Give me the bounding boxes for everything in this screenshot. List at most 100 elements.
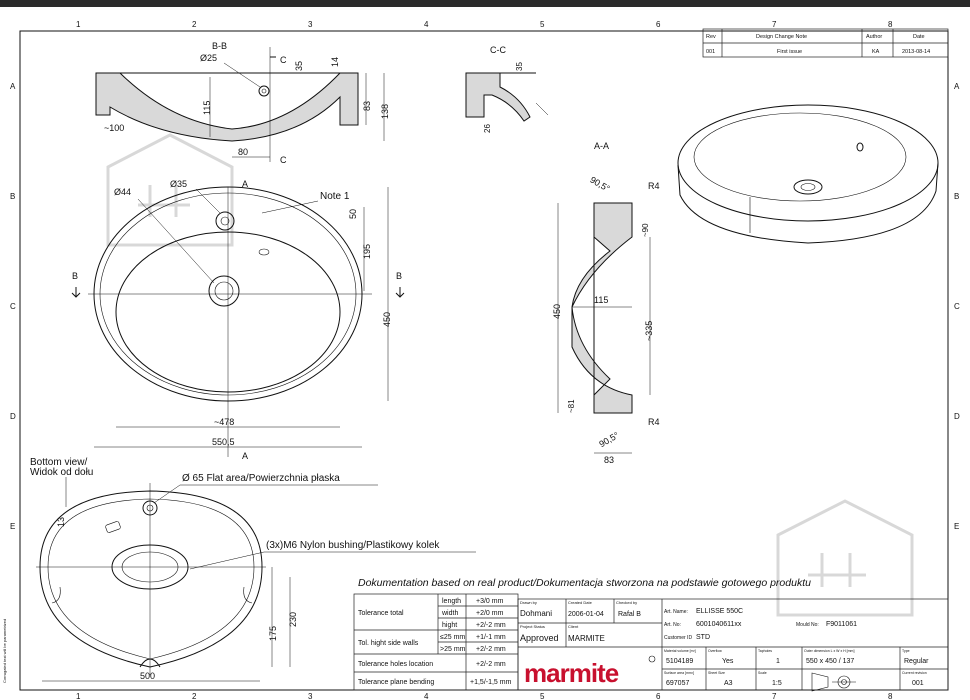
- dim-label: R4: [648, 417, 660, 427]
- tol-label: length: [442, 598, 461, 605]
- tb-value: 550 x 450 / 137: [806, 658, 854, 665]
- row-label: C: [954, 302, 960, 311]
- tb-value: Regular: [904, 658, 929, 665]
- tb-label: Sheet Size: [708, 671, 725, 675]
- tol-label: hight: [442, 622, 457, 629]
- row-label: E: [10, 522, 15, 531]
- col-label: 4: [424, 692, 429, 700]
- tb-value: F9011061: [826, 621, 857, 628]
- dim-label: 80: [238, 147, 248, 157]
- dim-label: 14: [330, 57, 340, 67]
- col-label: 8: [888, 20, 893, 29]
- row-label: E: [954, 522, 959, 531]
- tol-value: +1,5/-1,5 mm: [470, 679, 512, 686]
- cut-label: B: [72, 271, 78, 281]
- tb-label: Mould No:: [796, 622, 819, 628]
- tol-label: ≤25 mm: [440, 634, 465, 641]
- tb-label: Surface area [mm²]: [664, 671, 694, 675]
- col-label: 1: [76, 692, 81, 700]
- top-view: Ø44 Ø35 50 195 450 ~478 550,5 Note 1 A A…: [71, 179, 405, 461]
- tol-label: Tolerance holes location: [358, 661, 433, 668]
- documentation-note: Dokumentation based on real product/Doku…: [358, 577, 811, 589]
- view-label: Widok od dołu: [30, 467, 93, 478]
- tb-value: 6001040611xx: [696, 621, 742, 628]
- row-label: A: [10, 82, 16, 91]
- row-label: B: [954, 192, 959, 201]
- tb-value: 697057: [666, 680, 689, 687]
- row-label: C: [10, 302, 16, 311]
- view-label: Bottom view/: [30, 457, 87, 468]
- dim-label: 550,5: [212, 437, 235, 447]
- tb-label: Project Status: [520, 624, 545, 629]
- tb-label: Tapholes: [758, 649, 772, 653]
- row-label: D: [954, 412, 960, 421]
- dim-label: 500: [140, 671, 155, 681]
- dim-label: ~335: [644, 321, 654, 341]
- col-label: 5: [540, 20, 545, 29]
- dim-label: 90,5°: [597, 430, 621, 449]
- row-label: A: [954, 82, 960, 91]
- col-label: 2: [192, 20, 197, 29]
- section-cc: C-C 35 26: [465, 45, 549, 133]
- dim-label: ~81: [567, 399, 576, 413]
- section-label: B-B: [212, 41, 227, 51]
- dim-label: 450: [382, 312, 392, 327]
- dim-label: Ø44: [114, 187, 131, 197]
- watermark-house-icon: [106, 133, 234, 247]
- rev-cell: 2013-08-14: [902, 49, 930, 55]
- callout-bushing: (3x)M6 Nylon bushing/Plastikowy kolek: [266, 540, 440, 551]
- cut-label: A: [242, 179, 248, 189]
- dim-label: 450: [552, 304, 562, 319]
- tb-value: 5104189: [666, 658, 693, 665]
- rev-header: Author: [866, 34, 882, 40]
- dim-label: 138: [380, 104, 390, 119]
- rev-cell: First issue: [777, 49, 802, 55]
- section-label: A-A: [594, 141, 609, 151]
- tol-label: Tolerance total: [358, 610, 404, 617]
- drawing-sheet: 1 2 3 4 5 6 7 8 1 2 3 4 5 6 7 8 A B C D …: [2, 20, 960, 700]
- col-label: 3: [308, 20, 313, 29]
- dim-label: Ø35: [170, 179, 187, 189]
- col-label: 2: [192, 692, 197, 700]
- tb-label: Outer dimension L x W x H [mm]: [804, 649, 854, 653]
- watermark-house-icon: [776, 499, 914, 617]
- rev-header: Design Change Note: [756, 34, 807, 40]
- tb-value: 1: [776, 658, 780, 665]
- tb-value: ELLISSE 550C: [696, 608, 743, 615]
- tol-value: +2/-2 mm: [476, 646, 506, 653]
- dim-label: 195: [362, 244, 372, 259]
- svg-text:marmite: marmite: [524, 658, 619, 688]
- dim-label: 35: [515, 62, 524, 71]
- col-label: 6: [656, 20, 661, 29]
- note-label: Note 1: [320, 191, 350, 202]
- row-labels: A B C D E A B C D E: [10, 82, 960, 531]
- tb-value: Yes: [722, 658, 734, 665]
- tb-value: STD: [696, 634, 710, 641]
- tb-label: Material volume [m³]: [664, 649, 696, 653]
- tb-label: Art. No:: [664, 622, 681, 628]
- tol-value: +3/0 mm: [476, 598, 504, 605]
- window-top-bar: [0, 0, 970, 7]
- column-labels: 1 2 3 4 5 6 7 8 1 2 3 4 5 6 7 8: [76, 20, 893, 700]
- tol-label: Tol. hight side walls: [358, 640, 419, 647]
- dim-label: 90,5°: [588, 175, 612, 194]
- tb-value: MARMITE: [568, 634, 605, 643]
- section-label: C-C: [490, 45, 506, 55]
- col-label: 3: [308, 692, 313, 700]
- tol-value: +2/0 mm: [476, 610, 504, 617]
- col-label: 5: [540, 692, 545, 700]
- col-label: 7: [772, 20, 777, 29]
- marmite-logo: marmite: [522, 655, 656, 688]
- tol-value: +2/-2 mm: [476, 622, 506, 629]
- cut-label: C: [280, 155, 287, 165]
- col-label: 7: [772, 692, 777, 700]
- tb-label: Created Date: [568, 600, 593, 605]
- tb-label: Type: [902, 649, 910, 653]
- col-label: 6: [656, 692, 661, 700]
- tol-label: >25 mm: [440, 646, 466, 653]
- dim-label: ~478: [214, 417, 234, 427]
- row-label: D: [10, 412, 16, 421]
- tolerance-table: Tolerance total length +3/0 mm width +2/…: [353, 593, 519, 691]
- section-aa: A-A 450 90,5° R4 ~90 115 ~335 ~81 R4 90,…: [552, 141, 660, 465]
- tb-label: Current revision: [902, 671, 927, 675]
